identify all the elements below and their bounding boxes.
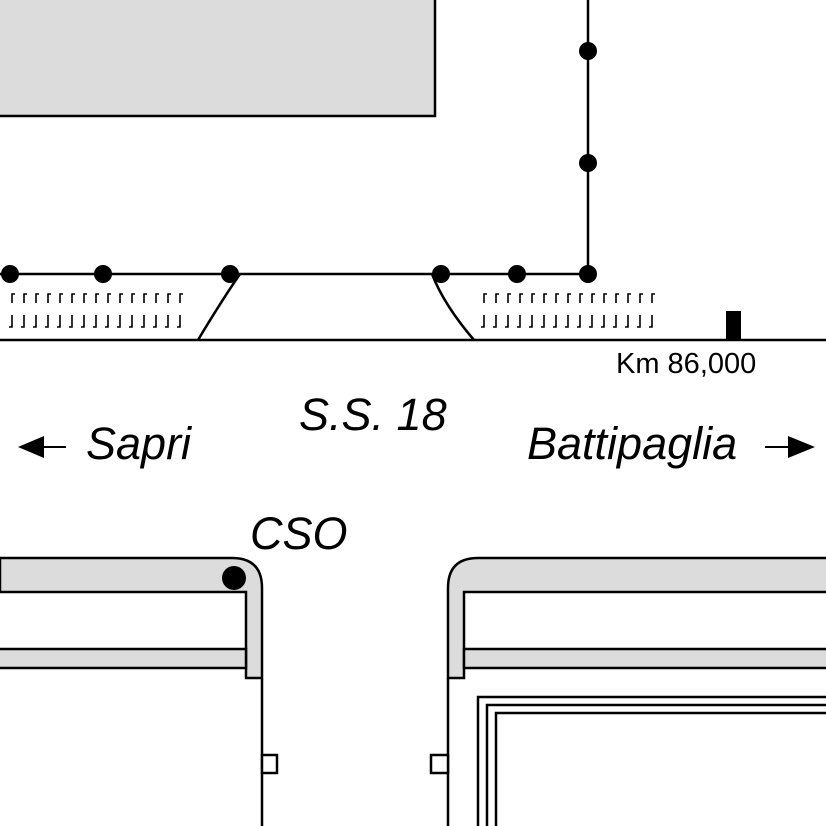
parking-stall-mark — [57, 315, 61, 328]
parking-stall-mark — [129, 315, 133, 328]
parking-stall-mark — [167, 293, 171, 303]
parking-stall-mark — [153, 315, 157, 328]
building-top-left — [0, 0, 437, 118]
access-curve-left — [196, 273, 242, 341]
parking-stall-mark — [71, 293, 75, 303]
fence-post — [1, 265, 19, 283]
parking-stall-mark — [649, 315, 653, 328]
parking-stall-mark — [117, 315, 121, 328]
junction-label: CSO — [250, 508, 348, 559]
fence-post — [432, 265, 450, 283]
building-bottom-left-gate — [260, 753, 279, 775]
parking-stall-mark — [35, 293, 39, 303]
parking-stall-mark — [481, 315, 485, 328]
parking-stall-mark — [601, 315, 605, 328]
parking-stall-mark — [639, 293, 643, 303]
km-marker-post — [726, 311, 741, 340]
parking-stall-mark — [517, 315, 521, 328]
arrow-right-icon — [788, 436, 815, 458]
parking-stall-mark — [579, 293, 583, 303]
parking-stall-mark — [119, 293, 123, 303]
parking-stall-mark — [59, 293, 63, 303]
parking-stall-mark — [495, 293, 499, 303]
access-curves — [196, 273, 475, 341]
parking-stall-mark — [155, 293, 159, 303]
parking-stall-mark — [589, 315, 593, 328]
parking-stall-mark — [541, 315, 545, 328]
parking-stall-mark — [519, 293, 523, 303]
parking-stall-mark — [105, 315, 109, 328]
building-bottom-left-lower-strip — [0, 647, 248, 670]
parking-stall-mark — [107, 293, 111, 303]
parking-stall-mark — [47, 293, 51, 303]
parking-stalls-right — [481, 293, 655, 328]
fence-post — [579, 265, 597, 283]
fence-post — [94, 265, 112, 283]
parking-stall-mark — [651, 293, 655, 303]
parking-stall-mark — [577, 315, 581, 328]
building-bottom-right — [429, 556, 826, 826]
parking-stall-mark — [531, 293, 535, 303]
parking-stalls-left — [9, 293, 183, 328]
direction-west: Sapri — [18, 418, 193, 469]
parking-stall-mark — [637, 315, 641, 328]
parking-stall-mark — [565, 315, 569, 328]
parking-stall-mark — [33, 315, 37, 328]
parking-stall-mark — [93, 315, 97, 328]
parking-stall-mark — [567, 293, 571, 303]
parking-stall-mark — [23, 293, 27, 303]
parking-stall-mark — [95, 293, 99, 303]
parking-stall-mark — [613, 315, 617, 328]
fence-post — [508, 265, 526, 283]
parking-stall-mark — [21, 315, 25, 328]
direction-east: Battipaglia — [527, 418, 815, 469]
direction-east-label: Battipaglia — [527, 418, 737, 469]
road-name-label: S.S. 18 — [299, 389, 447, 440]
fence-posts — [1, 42, 597, 283]
parking-stall-mark — [141, 315, 145, 328]
parking-stall-mark — [591, 293, 595, 303]
parking-stall-mark — [555, 293, 559, 303]
parking-stall-mark — [9, 315, 13, 328]
km-marker-label: Km 86,000 — [616, 348, 756, 380]
parking-stall-mark — [627, 293, 631, 303]
inner-court-outline — [476, 695, 826, 826]
parking-stall-mark — [625, 315, 629, 328]
parking-stall-mark — [505, 315, 509, 328]
parking-stall-mark — [177, 315, 181, 328]
cso-point — [222, 566, 246, 590]
parking-stall-mark — [529, 315, 533, 328]
parking-stall-mark — [143, 293, 147, 303]
parking-stall-mark — [507, 293, 511, 303]
fence-post — [579, 42, 597, 60]
parking-stall-mark — [543, 293, 547, 303]
parking-stall-mark — [615, 293, 619, 303]
direction-west-label: Sapri — [86, 418, 193, 469]
parking-stall-mark — [131, 293, 135, 303]
parking-stall-mark — [483, 293, 487, 303]
parking-stall-mark — [45, 315, 49, 328]
fence-post — [579, 154, 597, 172]
parking-stall-mark — [179, 293, 183, 303]
arrow-left-icon — [18, 436, 44, 458]
access-curve-right — [430, 273, 475, 341]
parking-stall-mark — [603, 293, 607, 303]
parking-stall-mark — [81, 315, 85, 328]
building-bottom-right-gate — [429, 753, 450, 775]
parking-stall-mark — [165, 315, 169, 328]
parking-stall-mark — [69, 315, 73, 328]
parking-stall-mark — [553, 315, 557, 328]
parking-stall-mark — [493, 315, 497, 328]
parking-stall-mark — [83, 293, 87, 303]
building-bottom-left — [0, 556, 279, 826]
fence-post — [221, 265, 239, 283]
parking-stall-mark — [11, 293, 15, 303]
building-bottom-right-lower-strip — [462, 647, 826, 670]
